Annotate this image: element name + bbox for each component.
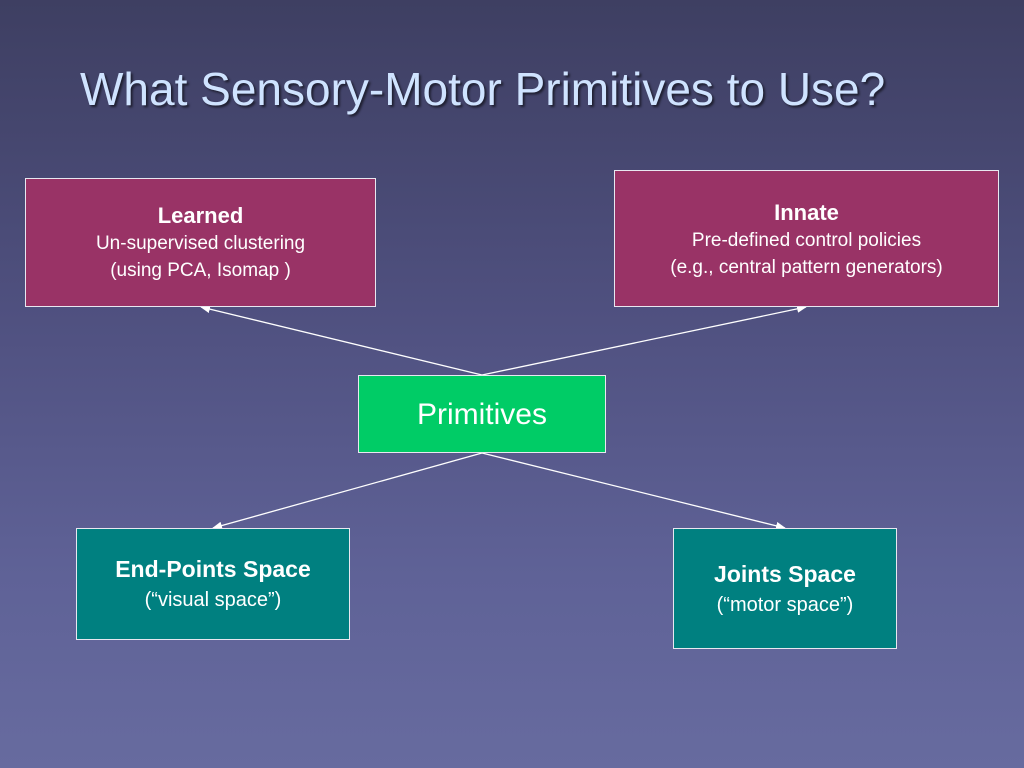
- primitives-label: Primitives: [416, 398, 547, 431]
- learned-line-1: Un-supervised clustering: [95, 233, 306, 254]
- innate-line-2: (e.g., central pattern generators): [670, 257, 943, 278]
- joints-line-1: (“motor space”): [716, 594, 854, 616]
- joints-heading: Joints Space: [714, 561, 856, 587]
- innate-heading: Innate: [774, 200, 839, 225]
- innate-line-1: Pre-defined control policies: [691, 230, 922, 251]
- arrow-to-innate: [481, 304, 807, 376]
- endpoints-line-1: (“visual space”): [144, 589, 282, 611]
- innate-box: Innate Pre-defined control policies (e.g…: [614, 170, 999, 307]
- endpoints-heading: End-Points Space: [115, 556, 311, 582]
- learned-heading: Learned: [157, 203, 244, 228]
- arrow-to-endpoints: [212, 452, 483, 530]
- learned-line-2: (using PCA, Isomap ): [110, 260, 291, 281]
- learned-box: Learned Un-supervised clustering (using …: [25, 178, 376, 307]
- joints-box: Joints Space (“motor space”): [673, 528, 897, 649]
- primitives-box: Primitives: [358, 375, 606, 453]
- arrow-to-learned: [200, 305, 483, 376]
- arrow-to-joints: [481, 452, 786, 530]
- endpoints-box: End-Points Space (“visual space”): [76, 528, 350, 640]
- slide-title: What Sensory-Motor Primitives to Use?: [80, 63, 886, 115]
